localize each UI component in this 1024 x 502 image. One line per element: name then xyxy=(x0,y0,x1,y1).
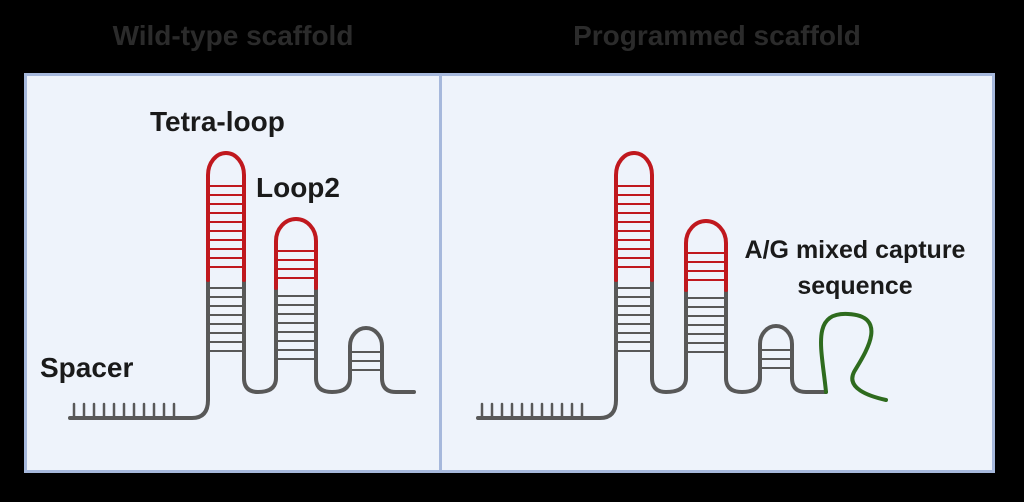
capture-sequence-strand xyxy=(819,311,888,402)
wild-type-backbone xyxy=(68,278,416,420)
spacer-teeth xyxy=(72,402,176,418)
spacer-label: Spacer xyxy=(40,352,134,383)
wild-type-title: Wild-type scaffold xyxy=(112,20,354,51)
capture-sequence-label: A/G mixed capture sequence xyxy=(744,236,966,300)
loop2-stem xyxy=(274,217,318,290)
programmed-title: Programmed scaffold xyxy=(573,20,861,51)
tetra-loop-label: Tetra-loop xyxy=(150,106,285,137)
tetra-loop-stem xyxy=(614,151,654,282)
tetra-loop-stem xyxy=(206,151,246,282)
wild-type-scaffold xyxy=(68,151,416,420)
loop2-label: Loop2 xyxy=(256,172,340,203)
programmed-scaffold xyxy=(476,151,888,420)
loop2-stem xyxy=(684,219,728,292)
programmed-backbone xyxy=(476,278,828,420)
spacer-teeth xyxy=(480,402,584,418)
